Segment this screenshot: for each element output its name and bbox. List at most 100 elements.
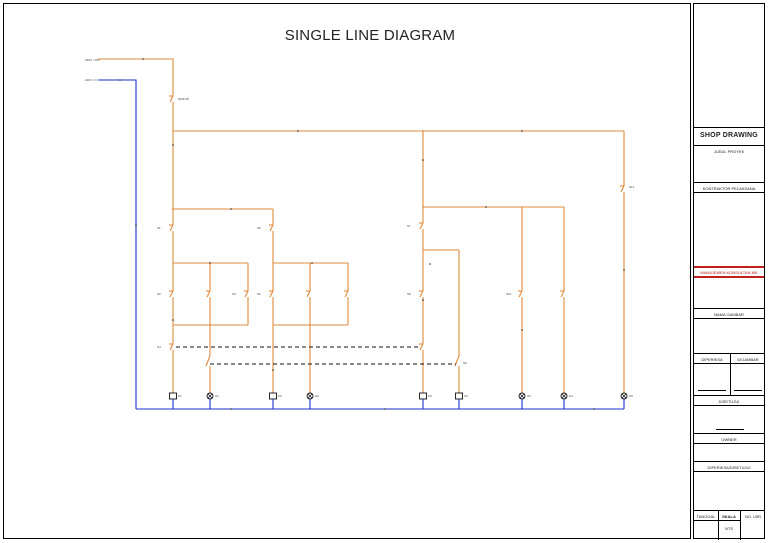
tb-divider-red <box>694 266 764 268</box>
flow-marker <box>209 262 211 264</box>
tb-divider <box>694 461 764 462</box>
contact-blade <box>269 290 274 298</box>
flow-marker <box>230 208 232 210</box>
lamp-cross <box>561 393 567 399</box>
tb-divider <box>694 363 764 364</box>
contact-blade <box>269 224 274 232</box>
load-label: K1 <box>178 394 182 398</box>
tb-diperiksa-disetujui: DIPERIKSA/DISETUJUI <box>707 465 751 470</box>
tb-divider <box>694 308 764 309</box>
flow-marker <box>422 299 424 301</box>
contact-label: S1 <box>157 226 161 230</box>
tb-divider <box>694 433 764 434</box>
tb-divider-red <box>694 276 764 278</box>
tb-divider <box>694 353 764 354</box>
tb-digambar: DIGAMBAR <box>737 357 759 362</box>
title-block: SHOP DRAWING JUDUL PROYEK KONTRAKTOR PEL… <box>693 3 765 540</box>
drawing-frame <box>3 3 691 539</box>
lamp-cross <box>621 393 627 399</box>
tb-divider <box>694 145 764 146</box>
contact-blade <box>244 290 249 298</box>
main-switch-label: MCB 2P <box>178 97 189 101</box>
tb-no-lbr: NO. LBR <box>744 514 761 519</box>
contact-blade <box>169 95 174 103</box>
tb-tanggal: TANGGAL <box>696 514 716 519</box>
load-label: K4 <box>464 394 468 398</box>
tb-nama-gambar: NAMA GAMBAR <box>714 312 744 317</box>
contact-blade <box>419 222 424 230</box>
lamp-cross <box>519 393 525 399</box>
contact-blade <box>169 224 174 232</box>
contact-blade <box>169 290 174 298</box>
tb-kontraktor: KONTRAKTOR PELAKSANA <box>702 186 756 191</box>
load-label: H4 <box>569 394 573 398</box>
contact-blade <box>560 290 565 298</box>
supply-label: 220V / 1Ph <box>85 58 100 62</box>
load-label: H1 <box>215 394 219 398</box>
coil-symbol <box>269 392 277 400</box>
contact-label: S2 <box>157 292 161 296</box>
flow-marker <box>311 262 313 264</box>
coil-symbol <box>419 392 427 400</box>
tb-divider <box>694 395 764 396</box>
flow-marker <box>521 130 523 132</box>
load-label: H3 <box>527 394 531 398</box>
contact-label: S3 <box>232 292 236 296</box>
contact-label: S5 <box>257 226 261 230</box>
tb-disetujui: DISETUJUI <box>718 399 740 404</box>
tb-vdivider <box>718 510 719 540</box>
diagram-title: SINGLE LINE DIAGRAM <box>284 27 456 44</box>
tb-sign-line <box>698 390 726 391</box>
coil-symbol <box>169 392 177 400</box>
contact-label: S11 <box>629 185 634 189</box>
flow-marker <box>422 159 424 161</box>
flow-marker <box>429 263 431 265</box>
contact-blade <box>518 290 523 298</box>
tb-divider <box>694 520 740 521</box>
flow-marker <box>119 79 121 81</box>
flow-marker <box>297 130 299 132</box>
contact-blade <box>419 343 424 351</box>
tb-divider <box>694 182 764 183</box>
tb-divider <box>694 405 764 406</box>
supply-label: 220V / N <box>85 78 97 82</box>
flow-marker <box>135 224 137 226</box>
flow-marker <box>172 319 174 321</box>
flow-marker <box>272 369 274 371</box>
lamp-cross <box>307 393 313 399</box>
contact-label: S7 <box>407 224 411 228</box>
flow-marker <box>485 206 487 208</box>
tb-sign-line <box>716 429 744 430</box>
lamp-cross <box>207 393 213 399</box>
contact-blade <box>344 290 349 298</box>
tb-skala: SKALA <box>722 514 736 519</box>
tb-vdivider <box>730 353 731 395</box>
flow-marker <box>172 144 174 146</box>
contact-blade <box>206 290 211 298</box>
tb-nts: NTS <box>725 526 733 531</box>
contact-blade <box>169 343 174 351</box>
tb-diperiksa: DIPERIKSA <box>701 357 723 362</box>
flow-marker <box>384 408 386 410</box>
contact-label: S9 <box>463 361 467 365</box>
tb-judul-proyek: JUDUL PROYEK <box>713 149 745 154</box>
tb-divider <box>694 510 764 511</box>
tb-divider <box>694 443 764 444</box>
tb-manajemen: MANAJEMEN KONSULTAN MK <box>700 270 758 275</box>
tb-divider <box>694 318 764 319</box>
flow-marker <box>230 408 232 410</box>
tb-vdivider <box>740 510 741 540</box>
contact-label: S4 <box>157 345 161 349</box>
tb-shop-drawing: SHOP DRAWING <box>700 132 758 139</box>
flow-marker <box>521 329 523 331</box>
contact-label: S10 <box>506 292 512 296</box>
coil-symbol <box>455 392 463 400</box>
tb-divider <box>694 127 764 128</box>
load-label: K3 <box>428 394 432 398</box>
phase-supply-wire <box>98 58 174 92</box>
neutral-supply-wire <box>98 79 137 409</box>
contact-blade <box>620 185 625 193</box>
load-label: H5 <box>629 394 633 398</box>
contact-label: S6 <box>257 292 261 296</box>
